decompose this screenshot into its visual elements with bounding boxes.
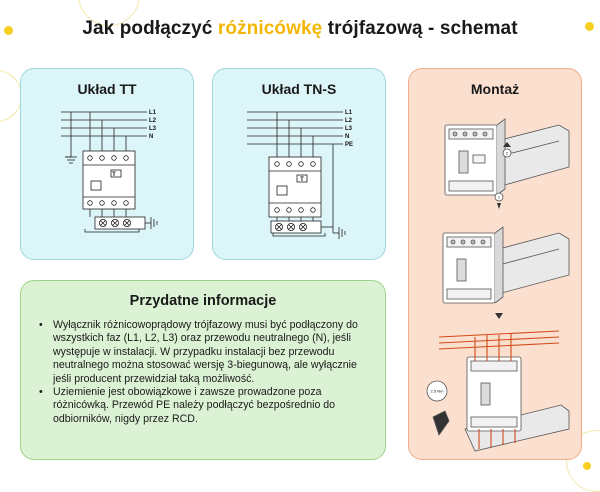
tns-label-pe: PE bbox=[345, 142, 353, 148]
tns-label-l3: L3 bbox=[345, 126, 353, 132]
tns-label-l2: L2 bbox=[345, 118, 353, 124]
tt-test-button-label: T bbox=[112, 172, 116, 178]
tt-label-l3: L3 bbox=[149, 126, 157, 132]
tns-test-button-label: T bbox=[300, 177, 304, 183]
montaz-panel: Montaż bbox=[408, 68, 582, 460]
tt-title: Układ TT bbox=[77, 81, 137, 97]
title-prefix: Jak podłączyć bbox=[82, 18, 218, 39]
tns-title: Układ TN-S bbox=[261, 81, 337, 97]
decor-dot bbox=[585, 22, 594, 31]
tt-label-l1: L1 bbox=[149, 110, 157, 116]
tns-diagram: L1 L2 L3 N PE T bbox=[247, 110, 353, 239]
info-title: Przydatne informacje bbox=[129, 293, 277, 309]
info-panel: Przydatne informacje Wyłącznik różnicowo… bbox=[20, 280, 386, 460]
title-suffix: trójfazową - schemat bbox=[322, 18, 518, 39]
montaz-step-1: 1 bbox=[498, 195, 501, 200]
decor-ring bbox=[0, 70, 22, 122]
tns-label-l1: L1 bbox=[345, 110, 353, 116]
info-bullet: Wyłącznik różnicowoprądowy trójfazowy mu… bbox=[39, 319, 371, 386]
tns-label-n: N bbox=[345, 134, 349, 140]
tt-diagram: L1 L2 L3 N T bbox=[61, 110, 158, 233]
montaz-illustration: 2 1 2.5 Nm bbox=[426, 118, 570, 452]
tt-panel: Układ TT L1 bbox=[20, 68, 194, 260]
tns-panel: Układ TN-S L1 bbox=[212, 68, 386, 260]
montaz-torque: 2.5 Nm bbox=[431, 389, 445, 394]
page-title: Jak podłączyć różnicówkę trójfazową - sc… bbox=[0, 18, 600, 40]
tt-label-n: N bbox=[149, 134, 153, 140]
info-list: Wyłącznik różnicowoprądowy trójfazowy mu… bbox=[39, 319, 371, 426]
montaz-step-2: 2 bbox=[506, 151, 509, 156]
tt-label-l2: L2 bbox=[149, 118, 157, 124]
info-bullet: Uziemienie jest obowiązkowe i zawsze pro… bbox=[39, 386, 371, 426]
title-highlight: różnicówkę bbox=[217, 18, 323, 39]
montaz-title: Montaż bbox=[470, 81, 520, 97]
decor-dot bbox=[4, 26, 13, 35]
